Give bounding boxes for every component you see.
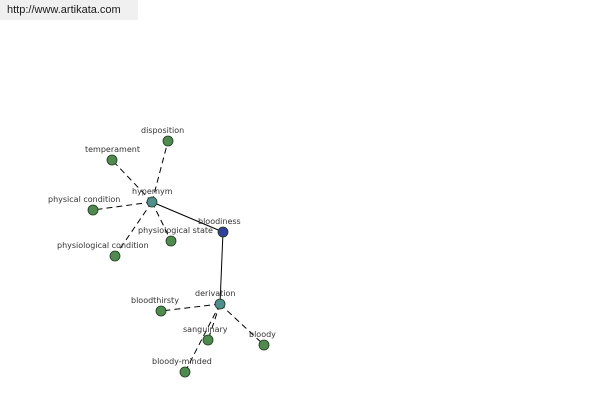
node-label-hypernym: hypernym [132,187,173,196]
node-label-disposition: disposition [141,126,184,135]
node-physiological-state[interactable] [165,235,177,247]
node-label-temperament: temperament [85,145,140,154]
edge-derivation-bloody-minded [184,303,221,373]
node-label-physical-condition: physical condition [48,195,120,204]
node-temperament[interactable] [106,154,118,166]
node-label-bloodthirsty: bloodthirsty [131,296,179,305]
node-label-bloodiness: bloodiness [198,217,241,226]
node-sanguinary[interactable] [202,334,214,346]
node-disposition[interactable] [162,135,174,147]
node-bloodthirsty[interactable] [155,305,167,317]
edge-derivation-sanguinary [207,303,221,341]
edge-derivation-bloodthirsty [160,303,221,312]
node-label-physiological-condition: physiological condition [57,241,149,250]
nodes-layer [87,135,270,378]
node-derivation[interactable] [214,298,226,310]
edge-bloodiness-derivation [219,231,224,305]
edges-layer [92,140,265,373]
node-bloody[interactable] [258,339,270,351]
node-hypernym[interactable] [146,196,158,208]
labels-layer: bloodiness hypernym derivation disposition t… [48,126,276,366]
edge-bloodiness-hypernym [151,201,224,233]
edge-hypernym-disposition [151,140,169,203]
node-label-derivation: derivation [195,289,235,298]
node-label-bloody: bloody [249,330,276,339]
node-physiological-condition[interactable] [109,250,121,262]
node-label-physiological-state: physiological state [138,226,213,235]
node-bloodiness[interactable] [217,226,229,238]
source-link[interactable]: http://www.artikata.com [7,4,121,16]
node-physical-condition[interactable] [87,204,99,216]
edge-derivation-bloody [219,303,265,346]
edge-hypernym-physiological-condition [114,201,153,257]
node-bloody-minded[interactable] [179,366,191,378]
source-bar: http://www.artikata.com [0,0,138,20]
node-label-sanguinary: sanguinary [183,325,228,334]
edge-hypernym-physiological-state [151,201,172,242]
node-label-bloody-minded: bloody-minded [152,357,212,366]
